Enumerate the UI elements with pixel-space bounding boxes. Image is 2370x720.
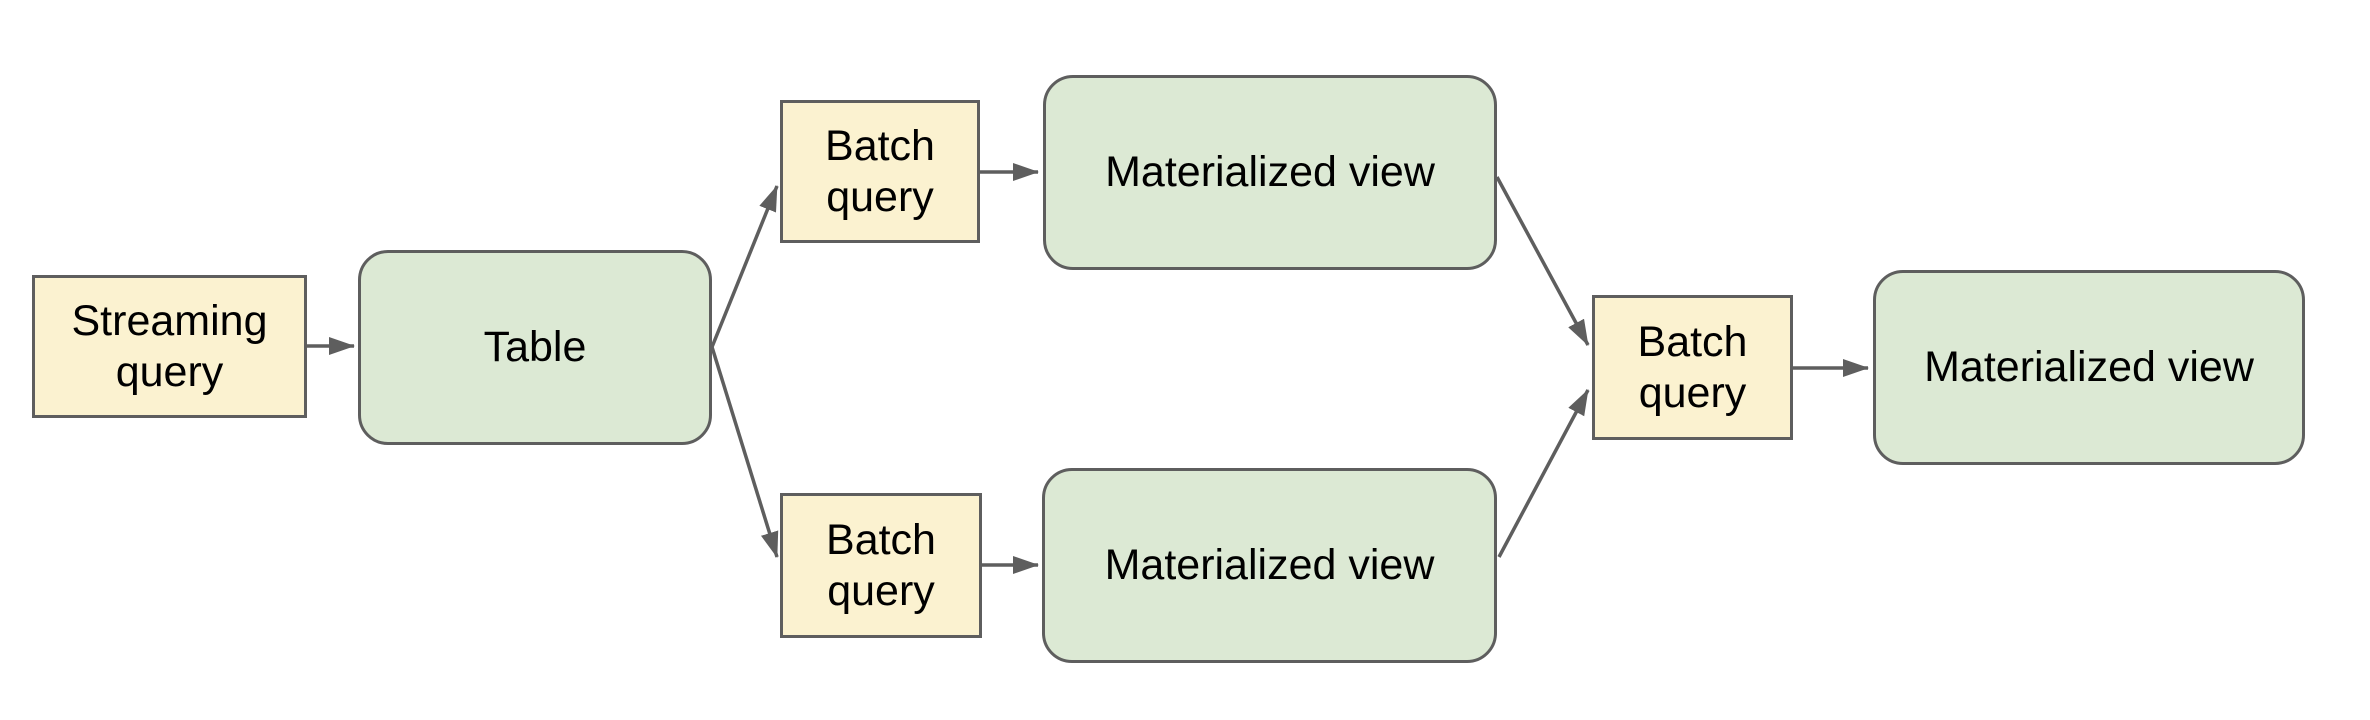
node-materialized-view-top-label: Materialized view bbox=[1105, 148, 1435, 197]
edge-materialized-view-top-to-batch-query-final bbox=[1495, 176, 1590, 346]
node-materialized-view-bottom-label: Materialized view bbox=[1104, 541, 1435, 590]
node-batch-query-top: Batch query bbox=[780, 100, 980, 243]
node-batch-query-final: Batch query bbox=[1592, 295, 1793, 440]
node-streaming-query: Streaming query bbox=[32, 275, 307, 418]
node-batch-query-bottom: Batch query bbox=[780, 493, 982, 638]
node-materialized-view-final-label: Materialized view bbox=[1924, 343, 2254, 392]
node-batch-query-top-label: Batch query bbox=[825, 122, 935, 221]
edge-table-to-batch-query-top bbox=[710, 185, 779, 348]
node-materialized-view-bottom: Materialized view bbox=[1042, 468, 1497, 663]
node-table: Table bbox=[358, 250, 712, 445]
node-batch-query-bottom-label: Batch query bbox=[826, 516, 936, 615]
node-materialized-view-final: Materialized view bbox=[1873, 270, 2305, 465]
edge-table-to-batch-query-bottom bbox=[710, 346, 779, 558]
node-batch-query-final-label: Batch query bbox=[1637, 318, 1748, 417]
node-materialized-view-top: Materialized view bbox=[1043, 75, 1497, 270]
node-streaming-query-label: Streaming query bbox=[71, 297, 268, 396]
node-table-label: Table bbox=[483, 323, 587, 372]
edge-materialized-view-bottom-to-batch-query-final bbox=[1497, 389, 1590, 558]
